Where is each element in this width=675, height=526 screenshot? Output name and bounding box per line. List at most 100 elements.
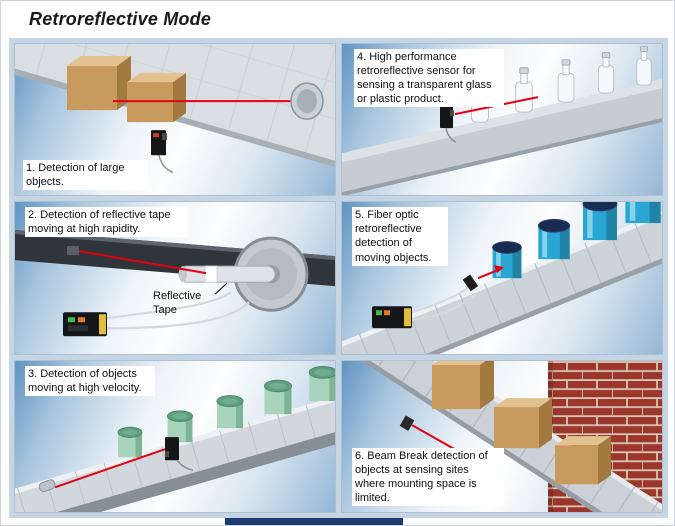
scene-beam-break [342, 360, 662, 512]
reflector-inner [297, 89, 317, 114]
panel-caption: 2. Detection of reflective tape moving a… [25, 207, 188, 238]
indicator-orange [78, 317, 85, 323]
belt-surface [342, 360, 662, 512]
scene-high-velocity [15, 365, 335, 512]
sensor-lens [162, 133, 167, 141]
sensor-cable [445, 128, 457, 143]
scene-reflective-tape [15, 230, 335, 337]
reflective-tape-label: Reflective Tape [153, 290, 202, 316]
roller-shaft [178, 265, 276, 284]
box-top-face [432, 360, 486, 365]
plastic-bottle [636, 46, 652, 86]
shelf-edge [342, 106, 662, 196]
photoelectric-sensor [440, 106, 457, 143]
box-side-face [480, 360, 494, 409]
can-shade [512, 247, 522, 279]
bottle-neck [520, 72, 528, 85]
panel-caption: 1. Detection of large objects. [23, 160, 148, 191]
green-cylinder [167, 410, 193, 442]
indicator-green [68, 317, 75, 323]
bottle-body [515, 81, 533, 113]
plastic-bottle [598, 52, 614, 94]
box-side-face [539, 397, 552, 448]
belt-front-edge [342, 360, 662, 512]
amplifier-label [99, 314, 106, 335]
cylinder-shade [284, 385, 292, 414]
cylinder-shade [236, 400, 243, 428]
bottle-cap [561, 59, 571, 66]
carton-box [432, 360, 494, 409]
plastic-bottle [515, 67, 533, 113]
can-highlight [496, 251, 501, 277]
illustration-board: 1. Detection of large objects. [9, 38, 668, 518]
box-top-face [127, 73, 186, 83]
panel-caption: 5. Fiber optic retroreflective detection… [352, 207, 448, 266]
can-top [492, 241, 522, 255]
photoelectric-sensor [165, 436, 194, 471]
laser-beam [54, 447, 166, 488]
indicator-green [376, 310, 382, 316]
sensor-lens [450, 110, 454, 117]
panel-high-velocity: 3. Detection of objects moving at high v… [14, 359, 336, 513]
can-highlight [542, 229, 548, 258]
bottle-cap [639, 46, 649, 52]
blue-can [625, 202, 661, 224]
panel-fiber-optic: 5. Fiber optic retroreflective detection… [341, 201, 663, 355]
carton-box [555, 435, 611, 484]
panel-caption: 6. Beam Break detection of objects at se… [352, 447, 504, 506]
box-front-face [432, 364, 480, 409]
fiber-cable [106, 291, 232, 320]
amplifier-label [404, 308, 411, 327]
green-cylinder [216, 394, 244, 428]
box-front-face [67, 66, 117, 111]
shelf-front [342, 69, 662, 196]
retroreflector [290, 82, 324, 120]
sensor-cable [158, 155, 174, 173]
panel-transparent-products: 4. High performance retroreflective sens… [341, 42, 663, 197]
box-side-face [173, 73, 186, 123]
box-top-face [67, 56, 131, 67]
blue-can [537, 219, 571, 260]
can-shade [606, 204, 617, 241]
sensor-body [440, 106, 453, 129]
belt-front-edge [342, 233, 662, 354]
bottle-body [557, 72, 575, 103]
retroreflector [38, 479, 56, 492]
receiver-head [399, 415, 415, 431]
shaft-body [178, 265, 276, 284]
scene-fiber-optic [342, 202, 662, 354]
beam-arrowhead [494, 265, 504, 274]
cylinder-top-inner [222, 397, 238, 404]
green-cylinder [308, 365, 335, 401]
box-top-face [494, 397, 552, 407]
panel-caption: 4. High performance retroreflective sens… [354, 49, 504, 108]
fiber-cable [106, 301, 250, 330]
box-top-face [555, 435, 611, 445]
fiber-cable [411, 285, 471, 314]
can-shade [649, 202, 661, 224]
panel-caption: 3. Detection of objects moving at high v… [25, 365, 155, 396]
sensor-lens [165, 450, 169, 457]
green-cylinder [263, 379, 293, 414]
scene-transparent-products [342, 46, 662, 196]
conveyor-shelf [342, 69, 662, 196]
cylinder-top-inner [122, 429, 138, 435]
emitter-head [67, 246, 79, 256]
footer-bar [225, 518, 403, 525]
fiber-amplifier [372, 306, 412, 329]
cylinder-top-inner [172, 412, 188, 419]
sensor-cable [176, 459, 194, 471]
laser-beam [78, 250, 207, 275]
green-cylinder [117, 426, 143, 457]
bottle-neck [602, 56, 610, 68]
shelf-top [342, 69, 662, 167]
bottle-body [598, 64, 614, 94]
box-front-face [127, 82, 173, 123]
can-shade [559, 226, 570, 260]
cylinder-top-inner [314, 368, 332, 376]
sensor-indicator [153, 133, 159, 138]
can-top [537, 219, 571, 233]
reflective-tape-band [204, 265, 218, 284]
panel-large-objects: 1. Detection of large objects. [14, 42, 336, 197]
can-highlight [629, 202, 636, 222]
